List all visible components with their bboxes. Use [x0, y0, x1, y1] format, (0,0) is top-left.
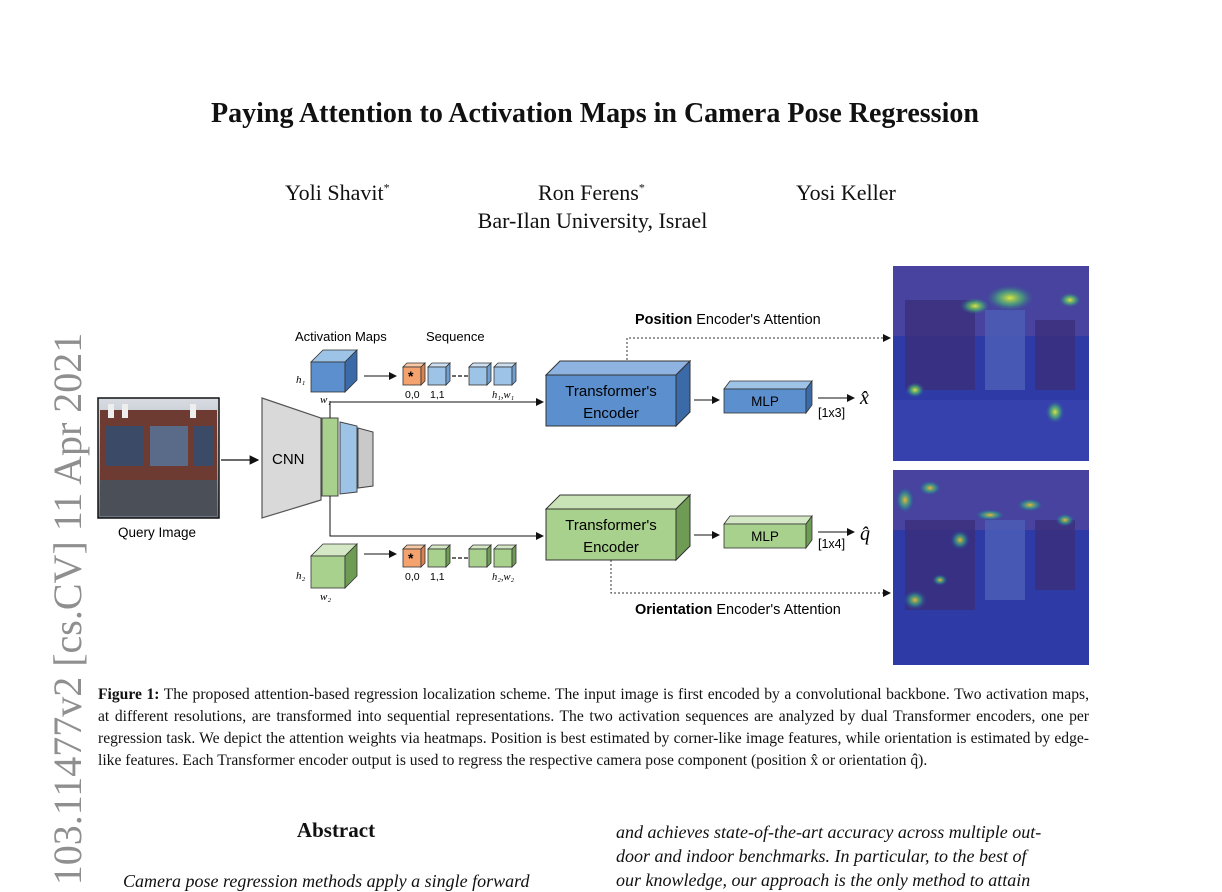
- orientation-mlp: [723, 514, 813, 550]
- query-image-label: Query Image: [118, 525, 196, 540]
- bottom-class-token-star: *: [408, 550, 414, 566]
- position-mlp: [723, 379, 813, 415]
- author-2: Ron Ferens*: [538, 180, 645, 205]
- figure-1-diagram: Query Image CNN Activation Maps Sequence…: [97, 266, 1089, 665]
- right-column-line: our knowledge, our approach is the only …: [616, 870, 1031, 890]
- query-image: [97, 397, 220, 519]
- sequence-bottom: [402, 544, 517, 568]
- orientation-attention-label: Orientation Encoder's Attention: [635, 602, 841, 618]
- orientation-encoder-label-line1: Transformer's: [565, 517, 657, 534]
- abstract-heading: Abstract: [296, 818, 376, 842]
- top-h-label: h₁: [296, 374, 306, 386]
- bottom-h-label: h₂: [296, 570, 306, 582]
- bottom-w-label: w₂: [320, 591, 331, 603]
- top-index-first: 0,0: [405, 389, 420, 401]
- top-w-label: w₁: [320, 394, 331, 406]
- position-attention-line: [626, 334, 891, 360]
- caption-text: The proposed attention-based regression …: [98, 686, 1089, 769]
- top-branch-line: [329, 398, 544, 418]
- activation-map-bottom: [310, 543, 358, 589]
- position-output-dim: [1x3]: [818, 406, 845, 420]
- activation-maps-label: Activation Maps: [295, 329, 387, 344]
- top-class-token-star: *: [408, 368, 414, 384]
- abstract-first-line: Camera pose regression methods apply a s…: [123, 871, 530, 891]
- orientation-encoder-label-line2: Encoder: [583, 539, 639, 556]
- position-output-symbol: x̂: [859, 387, 869, 409]
- orientation-attention-heatmap: [893, 470, 1089, 665]
- cnn-blue-layer: [339, 421, 358, 495]
- cnn-green-layer: [321, 417, 339, 497]
- bottom-index-last: h₂,w₂: [492, 572, 515, 583]
- activation-map-top: [310, 349, 358, 393]
- position-mlp-label: MLP: [751, 394, 779, 409]
- right-column-line: door and indoor benchmarks. In particula…: [616, 846, 1027, 866]
- cnn-label: CNN: [272, 451, 305, 468]
- orientation-mlp-label: MLP: [751, 529, 779, 544]
- orientation-output-symbol: q̂: [860, 523, 870, 545]
- sequence-top: [402, 362, 517, 386]
- author-3: Yosi Keller: [796, 180, 896, 205]
- orientation-transformer-encoder: [544, 493, 692, 562]
- bottom-index-first: 0,0: [405, 571, 420, 583]
- bottom-branch-line: [329, 496, 544, 540]
- right-column-line: and achieves state-of-the-art accuracy a…: [616, 822, 1042, 842]
- author-1: Yoli Shavit*: [285, 180, 390, 205]
- position-attention-label: Position Encoder's Attention: [635, 312, 821, 328]
- position-encoder-label-line1: Transformer's: [565, 383, 657, 400]
- caption-label: Figure 1:: [98, 686, 160, 703]
- top-index-second: 1,1: [430, 389, 445, 401]
- sequence-label: Sequence: [426, 329, 485, 344]
- top-index-last: h₁,w₁: [492, 390, 514, 401]
- bottom-index-second: 1,1: [430, 571, 445, 583]
- position-attention-heatmap: [893, 266, 1089, 461]
- orientation-output-dim: [1x4]: [818, 537, 845, 551]
- cnn-block: [261, 397, 322, 519]
- position-transformer-encoder: [544, 359, 692, 428]
- paper-title: Paying Attention to Activation Maps in C…: [211, 98, 979, 129]
- cnn-gray-layer: [357, 427, 374, 489]
- orientation-attention-line: [610, 560, 891, 597]
- right-column-text: and achieves state-of-the-art accuracy a…: [616, 820, 1090, 892]
- position-encoder-label-line2: Encoder: [583, 405, 639, 422]
- figure-caption: Figure 1: The proposed attention-based r…: [98, 684, 1089, 772]
- affiliation: Bar-Ilan University, Israel: [477, 208, 708, 233]
